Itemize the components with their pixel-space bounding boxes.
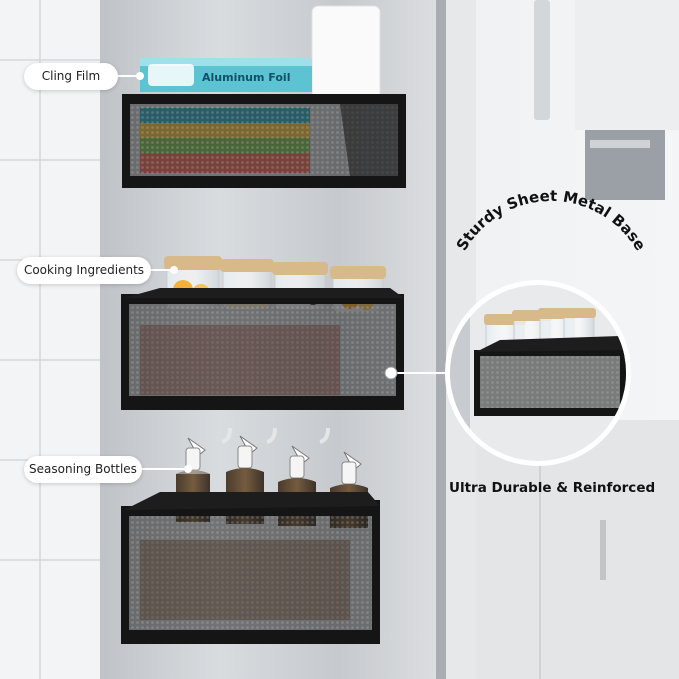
feature-caption: Ultra Durable & Reinforced [449,480,656,496]
oven-display [590,140,650,148]
middle-rack [121,288,404,410]
callout-cling-film-label: Cling Film [41,69,101,83]
pointer-dot [184,465,192,473]
callout-seasoning-bottles: Seasoning Bottles [24,456,142,483]
bottom-rack [121,492,380,644]
callout-cooking-ingredients: Cooking Ingredients [17,257,151,284]
callout-cooking-ingredients-label: Cooking Ingredients [23,263,145,277]
foil-box-label: Aluminum Foil [202,71,290,84]
lower-cabinet [470,420,679,679]
cabinet-handle [600,520,606,580]
upper-cabinet [575,0,679,130]
paper-roll [311,5,381,99]
pointer-dot [136,72,144,80]
callout-seasoning-bottles-label: Seasoning Bottles [29,462,137,476]
callout-cling-film: Cling Film [24,63,118,90]
hooks [221,427,330,444]
top-rack [122,94,406,188]
fridge-handle [534,0,550,120]
fridge-edge [436,0,446,679]
zoom-detail [445,280,631,466]
pointer-dot [384,366,398,380]
foil-box-logo [148,64,194,86]
tile-wall [0,0,100,679]
pointer-dot [170,266,178,274]
